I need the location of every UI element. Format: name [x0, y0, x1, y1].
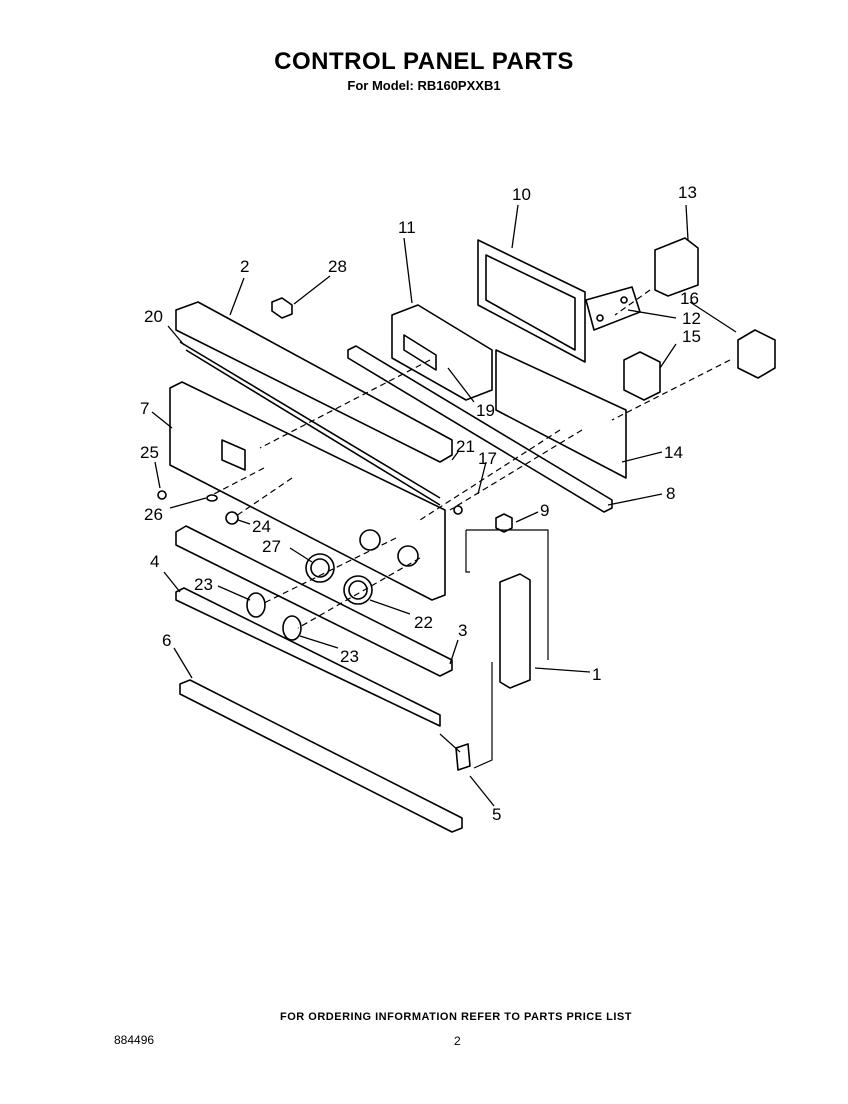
callout-26: 26 — [144, 505, 163, 524]
callout-23-upper: 23 — [194, 575, 213, 594]
callout-21: 21 — [456, 437, 475, 456]
callout-25: 25 — [140, 443, 159, 462]
callout-3: 3 — [458, 621, 467, 640]
part-knob-rings — [305, 553, 373, 605]
callout-17: 17 — [478, 449, 497, 468]
callout-22: 22 — [414, 613, 433, 632]
page-number: 2 — [454, 1034, 461, 1048]
callout-8: 8 — [666, 484, 675, 503]
callout-12: 12 — [682, 309, 701, 328]
part-switch — [623, 351, 661, 401]
callout-6: 6 — [162, 631, 171, 650]
callout-leaders — [151, 204, 737, 807]
part-screws — [157, 490, 463, 525]
part-control-panel — [169, 381, 446, 601]
callout-9: 9 — [540, 501, 549, 520]
document-number: 884496 — [114, 1033, 155, 1047]
part-lower-trim — [175, 525, 453, 727]
bracket-lines — [439, 529, 549, 769]
part-block — [495, 513, 513, 533]
callout-28: 28 — [328, 257, 347, 276]
part-rail — [347, 345, 613, 513]
callout-13: 13 — [678, 183, 697, 202]
callout-7: 7 — [140, 399, 149, 418]
callout-19: 19 — [476, 401, 495, 420]
callout-16: 16 — [680, 289, 699, 308]
callout-11: 11 — [398, 218, 416, 237]
callout-10: 10 — [512, 185, 531, 204]
part-clock-module — [391, 304, 493, 401]
callout-15: 15 — [682, 327, 701, 346]
callout-5: 5 — [492, 805, 501, 824]
part-clip-small — [455, 743, 471, 771]
callout-20: 20 — [144, 307, 163, 326]
part-knobs — [246, 592, 302, 641]
part-top-trim — [175, 301, 453, 506]
part-connector — [737, 329, 776, 379]
callout-27: 27 — [262, 537, 281, 556]
callout-4: 4 — [150, 552, 159, 571]
page-title: CONTROL PANEL PARTS — [274, 48, 574, 75]
callout-1: 1 — [592, 665, 601, 684]
callout-14: 14 — [664, 443, 683, 462]
part-circuit-board — [495, 349, 627, 479]
part-bottom-strip — [179, 679, 463, 833]
callout-labels: 10 13 11 2 28 20 16 12 15 7 19 14 21 17 … — [140, 183, 701, 824]
callout-23-lower: 23 — [340, 647, 359, 666]
model-subtitle: For Model: RB160PXXB1 — [347, 78, 501, 93]
ordering-note: FOR ORDERING INFORMATION REFER TO PARTS … — [280, 1011, 632, 1023]
part-clip — [271, 297, 293, 319]
part-cover-plate — [654, 237, 699, 297]
callout-24: 24 — [252, 517, 271, 536]
callout-2: 2 — [240, 257, 249, 276]
guide-lines — [213, 289, 731, 629]
part-display-frame — [477, 239, 586, 363]
part-bracket — [585, 286, 641, 331]
part-side-bracket — [499, 573, 531, 689]
